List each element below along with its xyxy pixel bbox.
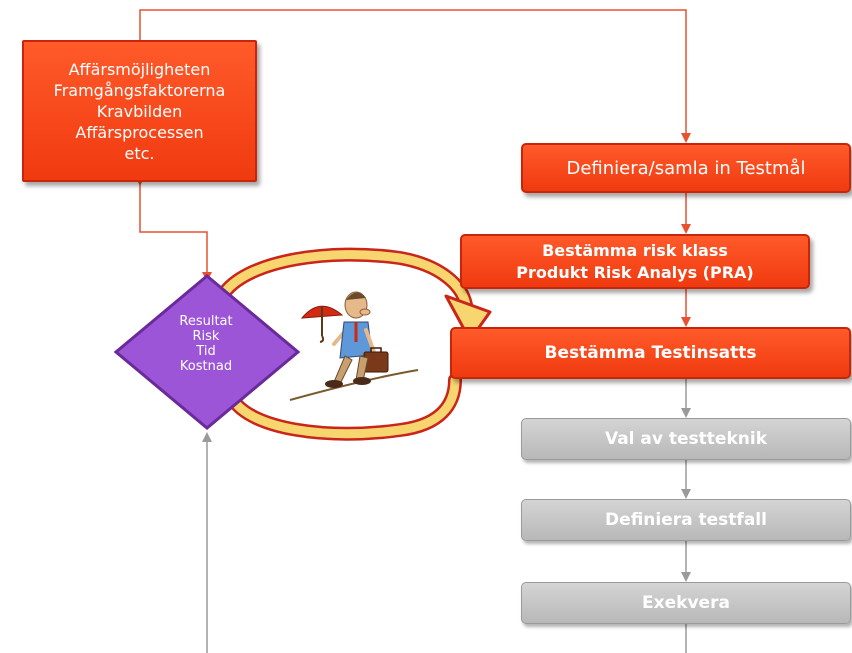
- top-connector: [139, 9, 691, 143]
- decision-line: Kostnad: [179, 359, 233, 374]
- step-define-test-goals: Definiera/samla in Testmål: [521, 143, 851, 193]
- step-label: Exekvera: [642, 593, 730, 613]
- step-define-test-cases: Definiera testfall: [521, 499, 851, 541]
- tightrope-walker-icon: [289, 291, 419, 401]
- step-label: Definiera/samla in Testmål: [566, 157, 806, 179]
- business-context-line: Affärsprocessen: [75, 122, 204, 142]
- business-context-box: Affärsmöjligheten Framgångsfaktorerna Kr…: [22, 40, 257, 182]
- step-label: Bestämma Testinsatts: [544, 343, 757, 363]
- decision-line: Risk: [192, 329, 220, 344]
- decision-line: Resultat: [179, 314, 233, 329]
- step-select-technique: Val av testteknik: [521, 418, 851, 460]
- step-label: Val av testteknik: [604, 429, 767, 449]
- step-risk-class: Bestämma risk klass Produkt Risk Analys …: [460, 234, 810, 289]
- decision-line: Tid: [196, 344, 216, 359]
- decision-diamond: [113, 274, 301, 430]
- step-label: Bestämma risk klass: [542, 240, 728, 260]
- business-context-line: Affärsmöjligheten: [68, 59, 211, 79]
- step-label: Definiera testfall: [605, 510, 767, 530]
- business-context-line: Framgångsfaktorerna: [53, 80, 226, 100]
- step-label: Produkt Risk Analys (PRA): [516, 262, 754, 282]
- decision-label: Resultat Risk Tid Kostnad: [150, 314, 262, 374]
- business-context-line: etc.: [124, 143, 155, 163]
- step-test-effort: Bestämma Testinsatts: [450, 327, 851, 379]
- business-context-line: Kravbilden: [96, 101, 183, 121]
- left-box-to-diamond-connector: [135, 176, 212, 282]
- cycle-loop-arrow: [218, 247, 492, 441]
- step-execute: Exekvera: [521, 582, 851, 624]
